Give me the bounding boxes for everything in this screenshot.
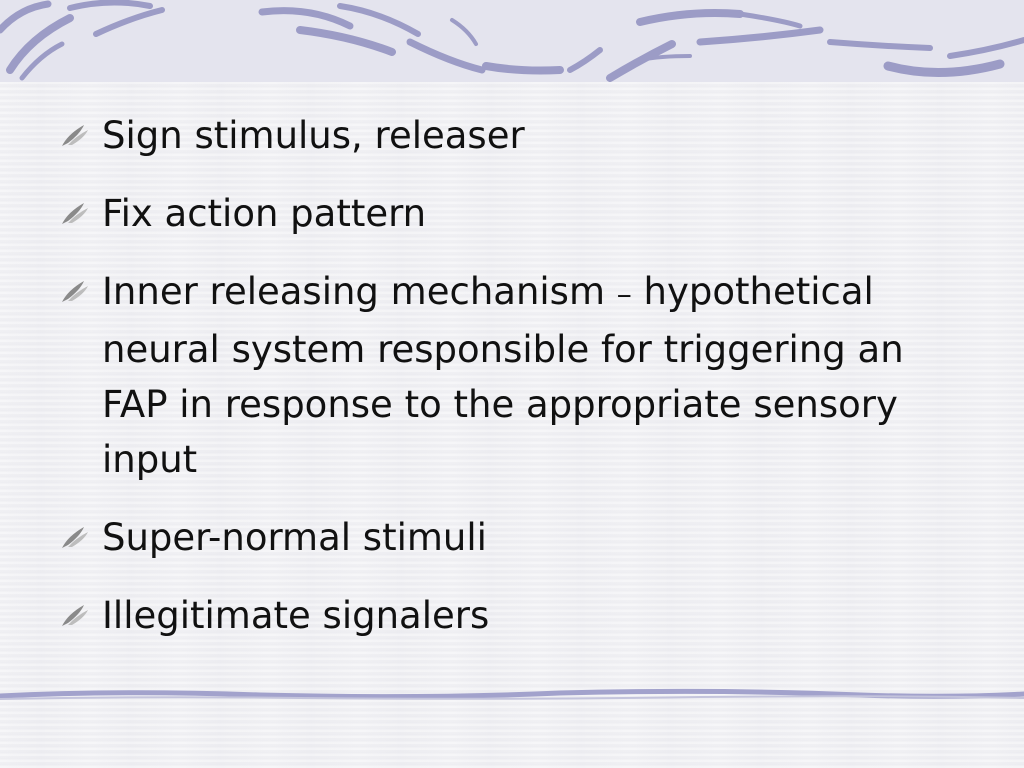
bullet-item: Fix action pattern [58, 186, 978, 241]
bullet-text-part: hypothetical neural system responsible f… [102, 270, 904, 481]
feather-bullet-icon [62, 281, 88, 302]
bullet-item: Sign stimulus, releaser [58, 108, 978, 163]
bullet-text: Illegitimate signalers [102, 594, 490, 637]
feather-bullet-icon [62, 527, 88, 548]
bullet-item: Inner releasing mechanism – hypothetical… [58, 264, 978, 487]
feather-bullet-icon [62, 203, 88, 224]
feather-bullet-icon [62, 125, 88, 146]
bullet-text: Fix action pattern [102, 192, 427, 235]
feather-bullet-icon [62, 605, 88, 626]
bullet-item: Illegitimate signalers [58, 588, 978, 643]
en-dash: – [616, 277, 632, 312]
bullet-text-part: Inner releasing mechanism [102, 270, 617, 313]
bullet-list: Sign stimulus, releaser Fix action patte… [58, 108, 978, 666]
brush-strokes-icon [0, 0, 1024, 82]
bullet-item: Super-normal stimuli [58, 510, 978, 565]
footer-brush-line [0, 688, 1024, 700]
bullet-text: Sign stimulus, releaser [102, 114, 525, 157]
bullet-text: Super-normal stimuli [102, 516, 487, 559]
header-decoration [0, 0, 1024, 82]
